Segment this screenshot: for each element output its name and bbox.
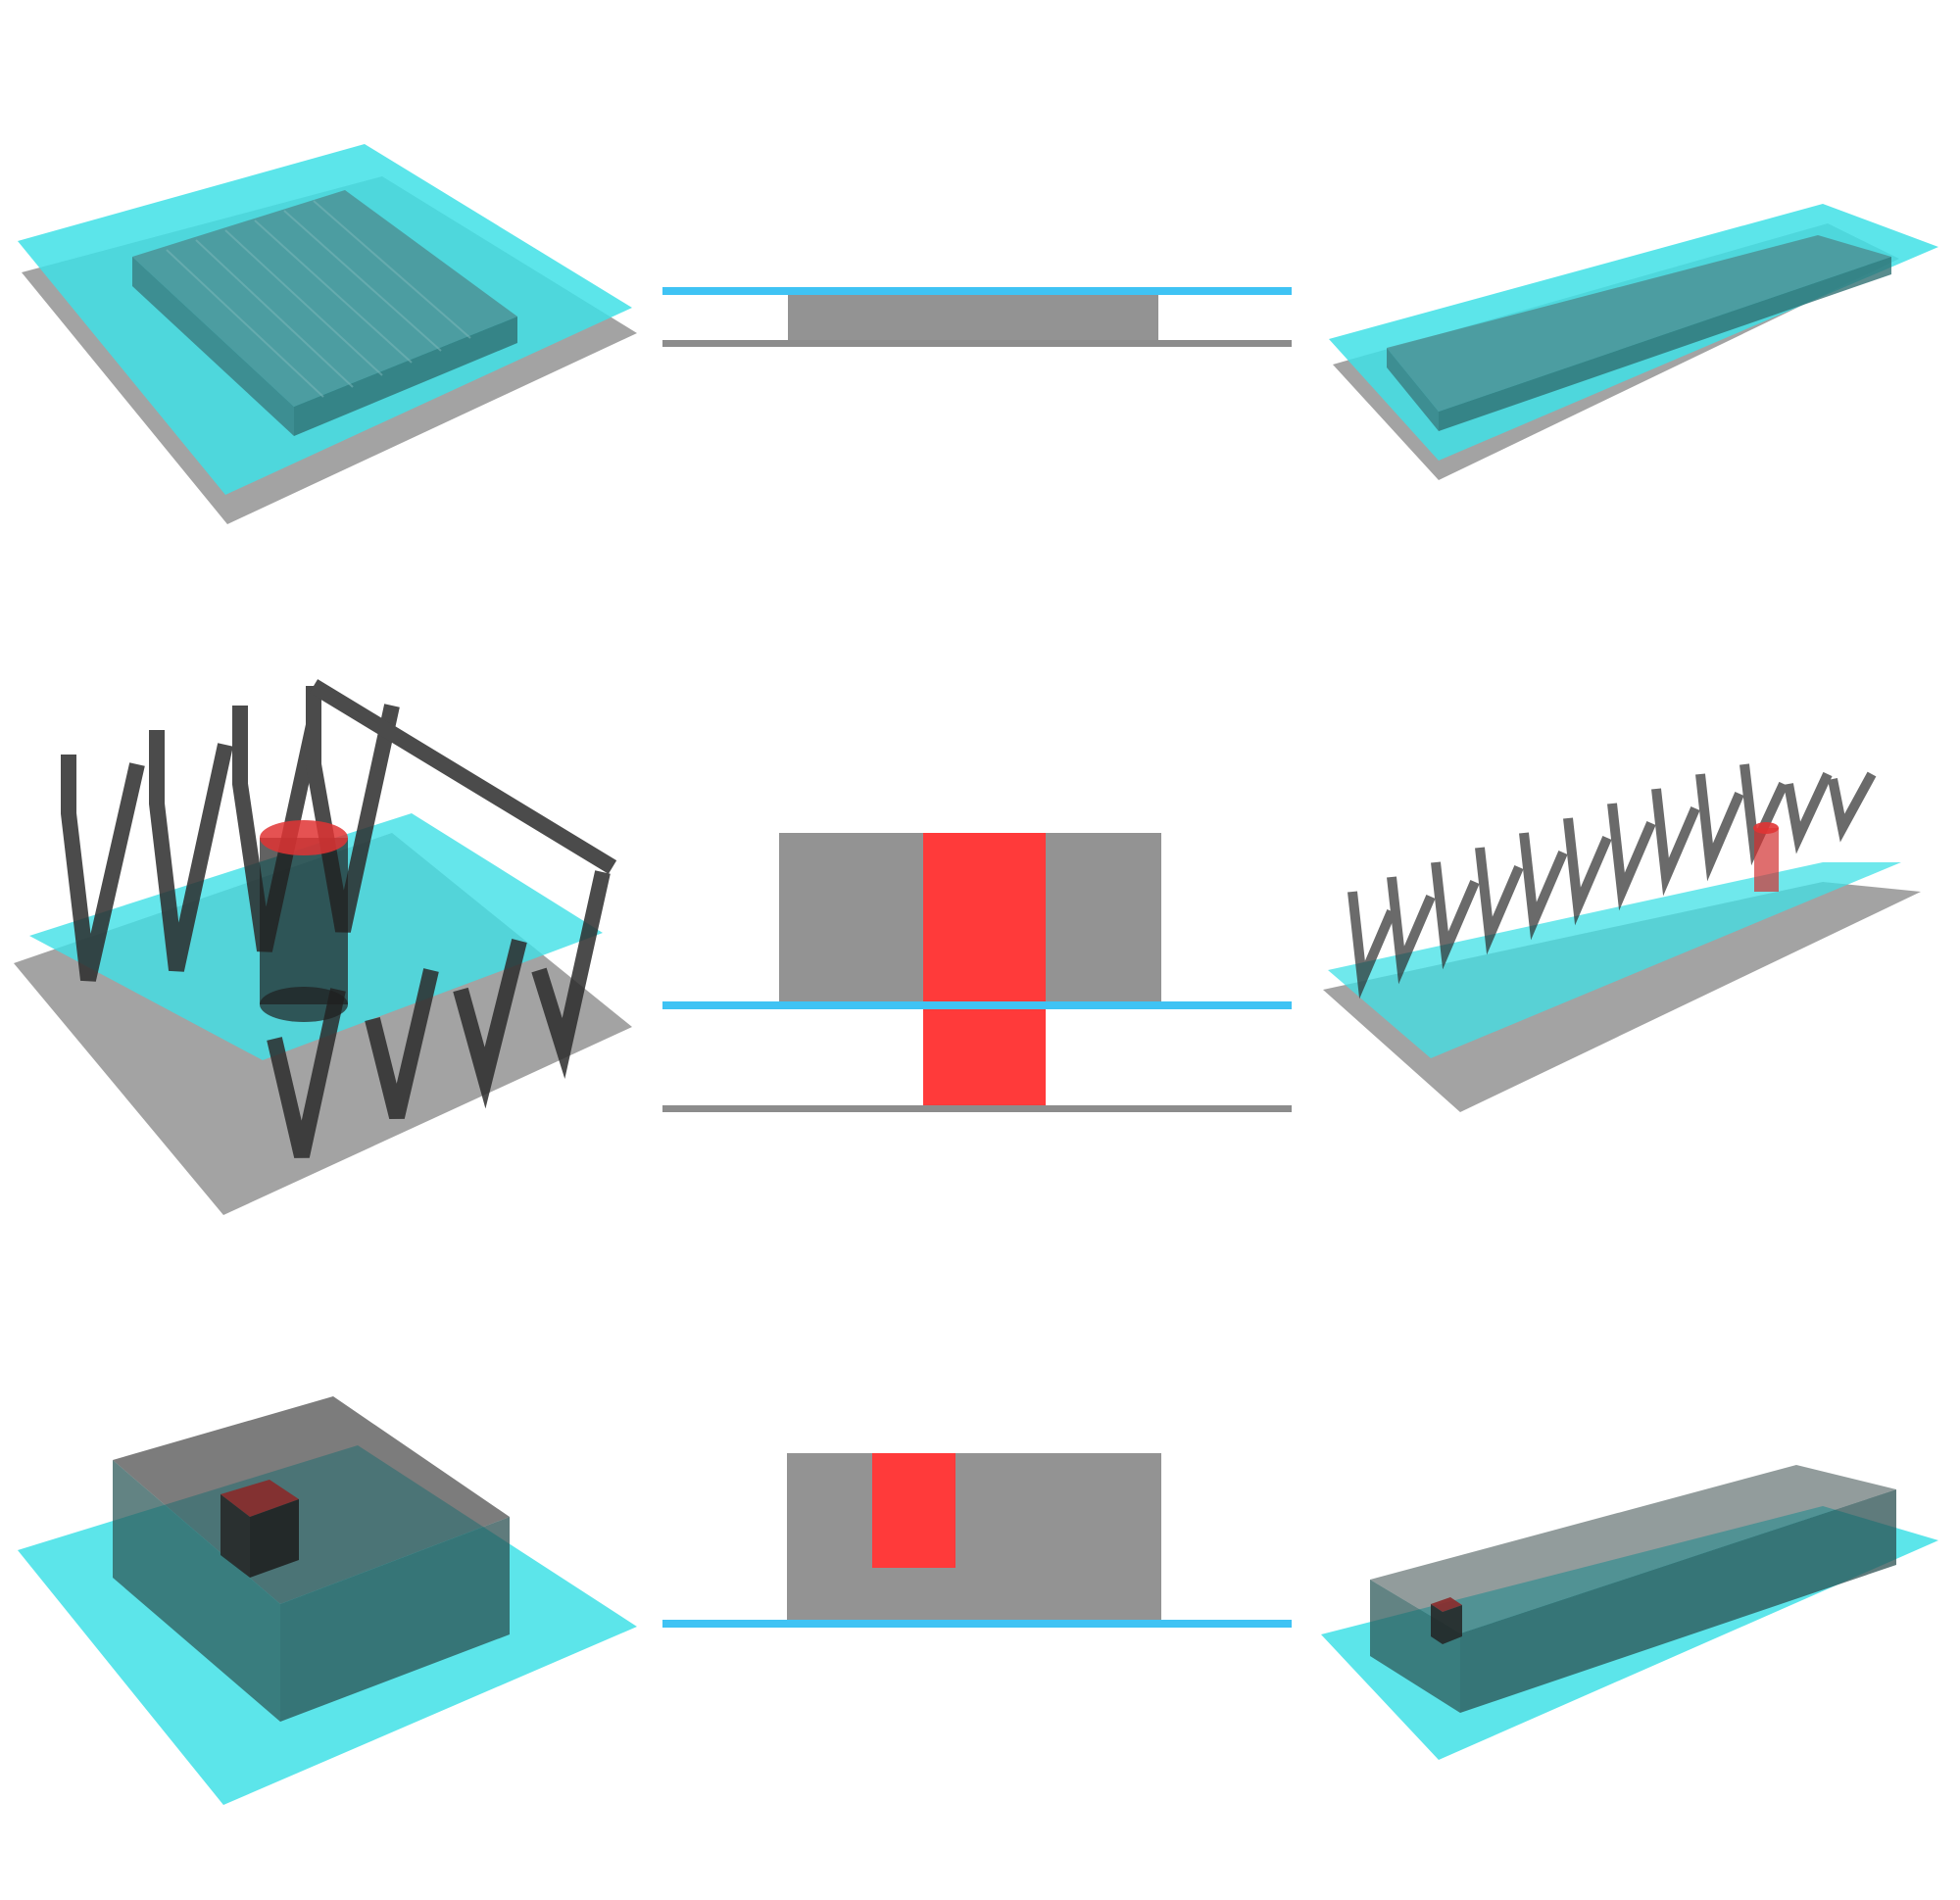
cylinder-top xyxy=(1753,822,1779,834)
block-top xyxy=(220,1480,299,1517)
fin-9 xyxy=(1695,773,1744,882)
fin-down-2 xyxy=(365,968,439,1119)
fin-down-1 xyxy=(267,988,346,1158)
row-1-cross-section xyxy=(662,287,1292,347)
folded-fins xyxy=(1348,763,1877,999)
fin-8 xyxy=(1651,788,1700,897)
fin-top-rail xyxy=(309,679,617,874)
fin-1 xyxy=(61,755,145,982)
top-blue-layer xyxy=(662,287,1292,295)
inner-slab-side-left xyxy=(132,257,294,436)
gray-block xyxy=(787,1453,1161,1620)
enclosure-top xyxy=(113,1396,510,1604)
row-2-isometric-elongated xyxy=(1323,763,1921,1112)
fin-7 xyxy=(1607,803,1656,911)
inner-slab-front xyxy=(1439,257,1891,431)
fin-down-4 xyxy=(531,870,611,1080)
enclosure-front xyxy=(1460,1489,1896,1713)
red-insert xyxy=(923,833,1046,1107)
bottom-plate xyxy=(1323,882,1921,1112)
middle-blue-layer xyxy=(662,1001,1292,1009)
cylinder-body xyxy=(260,838,348,1004)
bottom-gray-layer xyxy=(662,340,1292,347)
inner-slab-side xyxy=(1387,348,1439,431)
inner-slab-top xyxy=(132,190,517,407)
fin-2 xyxy=(149,730,233,972)
enclosure-top xyxy=(1370,1465,1896,1633)
red-insert xyxy=(872,1453,956,1568)
row-3-isometric-square xyxy=(18,1396,637,1805)
inner-slab-top xyxy=(1387,235,1891,412)
fin-5 xyxy=(1519,832,1568,941)
glass-plate xyxy=(1328,862,1901,1058)
block-left xyxy=(220,1494,250,1578)
block-body xyxy=(1431,1604,1462,1644)
cylinder-bottom xyxy=(260,987,348,1022)
fin-12 xyxy=(1828,771,1877,843)
row-2-cross-section xyxy=(662,833,1292,1112)
gray-slab xyxy=(788,295,1158,340)
fin-4 xyxy=(1475,847,1524,955)
enclosure-right xyxy=(280,1517,510,1722)
enclosure-left xyxy=(1370,1580,1460,1713)
fin-1 xyxy=(1348,891,1396,999)
row-2-isometric-square xyxy=(14,679,632,1215)
row-3-cross-section xyxy=(662,1453,1292,1628)
row-1-isometric-square xyxy=(18,144,637,524)
block-top xyxy=(1431,1597,1462,1612)
bottom-blue-layer xyxy=(662,1620,1292,1628)
enclosure-left xyxy=(113,1460,280,1722)
fin-6 xyxy=(1563,817,1612,926)
block-right xyxy=(250,1499,299,1578)
fin-2 xyxy=(1387,876,1436,985)
row-3-isometric-elongated xyxy=(1321,1465,1938,1760)
slab-texture xyxy=(166,200,471,398)
fin-down-3 xyxy=(453,939,527,1109)
bottom-gray-layer xyxy=(662,1105,1292,1112)
row-1-isometric-elongated xyxy=(1329,204,1938,480)
cylinder-body xyxy=(1754,828,1779,892)
fin-3 xyxy=(1431,861,1480,970)
cylinder-top xyxy=(260,820,348,855)
inner-slab-side-right xyxy=(294,317,517,436)
fin-11 xyxy=(1784,771,1833,854)
